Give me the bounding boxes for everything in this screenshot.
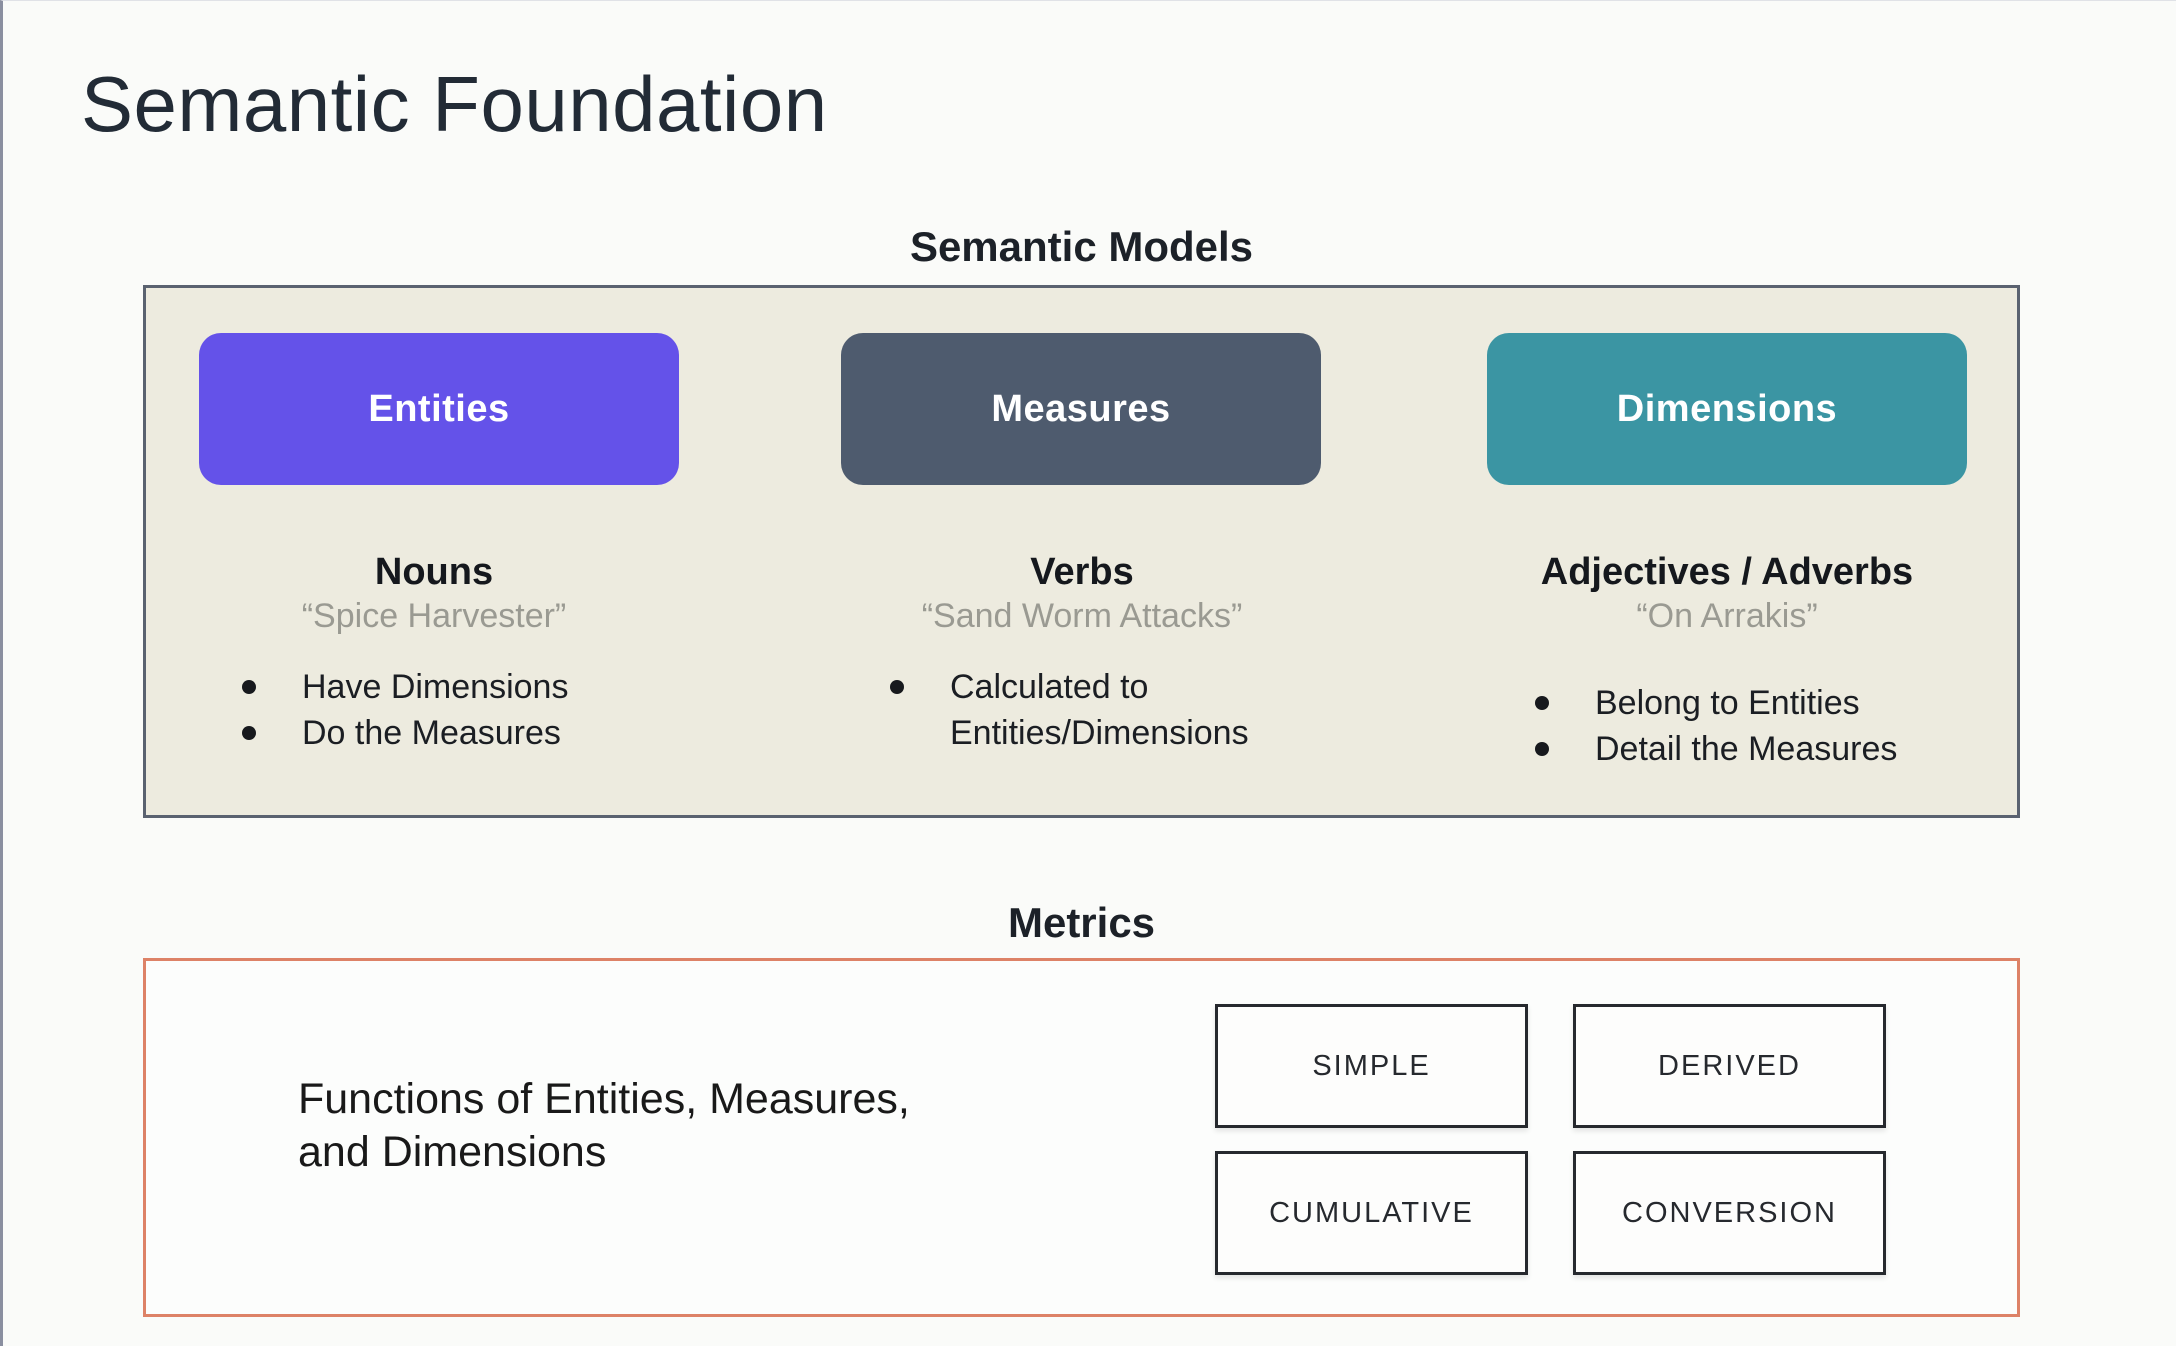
entities-bullet-list: Have Dimensions Do the Measures (236, 664, 744, 756)
dimensions-heading: Adjectives / Adverbs (1540, 551, 1914, 593)
bullet-item: Belong to Entities (1529, 680, 2037, 726)
metrics-description: Functions of Entities, Measures, and Dim… (298, 1075, 910, 1176)
metrics-label: Metrics (1007, 899, 1156, 946)
measures-bullet-list: Calculated to Entities/Dimensions (884, 664, 1392, 756)
measures-heading: Verbs (1030, 551, 1134, 593)
bullet-item: Do the Measures (236, 710, 744, 756)
entities-box: Entities (199, 333, 679, 485)
dimensions-box: Dimensions (1487, 333, 1967, 485)
bullet-item: Have Dimensions (236, 664, 744, 710)
dimensions-column: Adjectives / Adverbs “On Arrakis” Belong… (1417, 550, 2037, 772)
entities-column: Nouns “Spice Harvester” Have Dimensions … (124, 550, 744, 756)
measures-column: Verbs “Sand Worm Attacks” Calculated to … (772, 550, 1392, 756)
bullet-item: Detail the Measures (1529, 726, 2037, 772)
metric-type-derived: DERIVED (1573, 1004, 1886, 1128)
metric-types-grid: SIMPLE DERIVED CUMULATIVE CONVERSION (1215, 1004, 1886, 1275)
dimensions-quote: “On Arrakis” (1636, 597, 1818, 635)
metric-type-simple: SIMPLE (1215, 1004, 1528, 1128)
semantic-models-label: Semantic Models (909, 223, 1254, 270)
metric-type-conversion: CONVERSION (1573, 1151, 1886, 1275)
measures-box: Measures (841, 333, 1321, 485)
entities-quote: “Spice Harvester” (301, 597, 567, 635)
semantic-models-panel: Entities Measures Dimensions Nouns “Spic… (143, 285, 2020, 818)
bullet-item: Calculated to Entities/Dimensions (884, 664, 1280, 756)
dimensions-bullet-list: Belong to Entities Detail the Measures (1529, 680, 2037, 772)
metric-type-cumulative: CUMULATIVE (1215, 1151, 1528, 1275)
metrics-panel: Functions of Entities, Measures, and Dim… (143, 958, 2020, 1317)
measures-quote: “Sand Worm Attacks” (921, 597, 1243, 635)
page-title: Semantic Foundation (81, 60, 828, 148)
entities-heading: Nouns (374, 551, 494, 593)
